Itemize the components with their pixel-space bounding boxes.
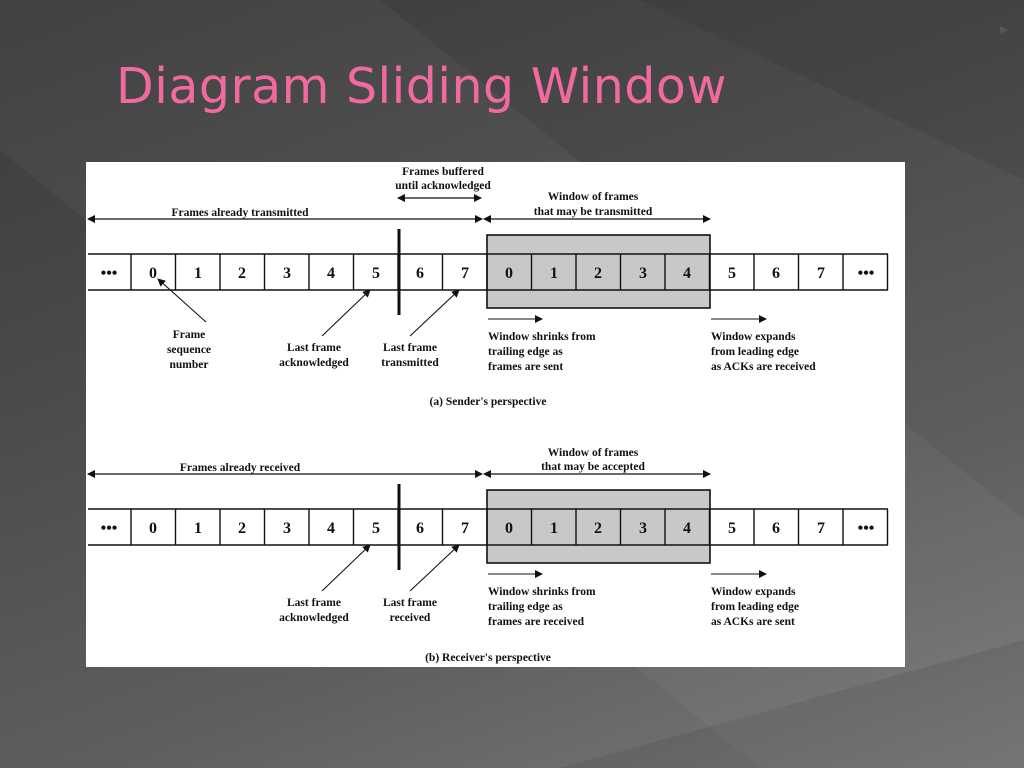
frame-cell: 3 [639,265,647,282]
last-ack-label-line2: acknowledged [279,357,349,369]
expand-label-line1: Window expands [711,586,796,598]
sliding-window-diagram: Frames already transmitted Frames buffer… [87,166,889,664]
frame-cell: 4 [327,520,335,537]
frame-cell: 0 [149,265,157,282]
frame-cell: 0 [505,520,513,537]
receiver-caption: (b) Receiver's perspective [425,652,551,664]
frame-cell: 6 [416,265,424,282]
frame-cell: 1 [550,265,558,282]
frame-cell: 3 [283,265,291,282]
frame-cell: 5 [372,265,380,282]
corner-triangle-icon [1000,26,1008,34]
right-ellipsis: ••• [858,265,875,282]
frame-cell: 2 [594,265,602,282]
frame-cell: 4 [683,265,691,282]
last-ack-label-line1: Last frame [287,342,341,354]
diagram-panel: Frames already transmitted Frames buffer… [86,162,905,667]
frame-cell: 4 [327,265,335,282]
shrink-label-line2: trailing edge as [488,601,563,613]
last-rx-label-line1: Last frame [383,597,437,609]
last-tx-label-line1: Last frame [383,342,437,354]
seq-label-line3: number [170,359,209,371]
sender-section: Frames already transmitted Frames buffer… [87,166,889,408]
window-label-line2: that may be transmitted [534,206,653,218]
frame-cell: 6 [772,520,780,537]
accept-window-label-line2: that may be accepted [541,461,645,473]
frame-cell: 4 [683,520,691,537]
frame-cell: 1 [194,520,202,537]
buffered-label-line2: until acknowledged [395,180,491,192]
frame-cell: 0 [149,520,157,537]
frame-cell: 2 [238,265,246,282]
shrink-label-line3: frames are received [488,616,585,628]
accept-window-label-line1: Window of frames [548,447,639,459]
last-ack-pointer [321,544,371,592]
last-ack-label-line2: acknowledged [279,612,349,624]
frame-cell: 2 [594,520,602,537]
frame-cell: 6 [772,265,780,282]
shrink-label-line3: frames are sent [488,361,563,373]
last-rx-label-line2: received [390,612,431,624]
sender-cell-dividers [130,254,889,290]
shrink-label-line1: Window shrinks from [488,331,596,343]
last-rx-pointer [409,544,460,592]
frame-cell: 1 [194,265,202,282]
frame-cell: 5 [728,265,736,282]
frame-cell: 1 [550,520,558,537]
receiver-section: Frames already received Window of frames… [87,447,889,664]
left-ellipsis: ••• [101,520,118,537]
frames-received-label: Frames already received [180,462,301,474]
last-tx-label-line2: transmitted [381,357,439,369]
seq-label-line2: sequence [167,344,211,356]
slide-title: Diagram Sliding Window [116,58,727,115]
expand-label-line3: as ACKs are sent [711,616,795,628]
receiver-window-box [486,489,711,564]
window-label-line1: Window of frames [548,191,639,203]
frame-cell: 6 [416,520,424,537]
expand-label-line2: from leading edge [711,601,799,613]
last-tx-pointer [409,289,460,337]
frame-cell: 5 [372,520,380,537]
frame-cell: 0 [505,265,513,282]
last-ack-label-line1: Last frame [287,597,341,609]
expand-label-line1: Window expands [711,331,796,343]
shrink-label-line1: Window shrinks from [488,586,596,598]
frame-cell: 3 [639,520,647,537]
sender-caption: (a) Sender's perspective [430,396,547,408]
seq-label-line1: Frame [173,329,206,341]
expand-label-line3: as ACKs are received [711,361,816,373]
frame-cell: 7 [461,520,469,537]
last-ack-pointer [321,289,371,337]
left-ellipsis: ••• [101,265,118,282]
seq-number-pointer [157,278,207,323]
expand-label-line2: from leading edge [711,346,799,358]
right-ellipsis: ••• [858,520,875,537]
frame-cell: 7 [461,265,469,282]
frames-transmitted-label: Frames already transmitted [171,207,309,219]
frame-cell: 3 [283,520,291,537]
frame-cell: 2 [238,520,246,537]
buffered-label-line1: Frames buffered [402,166,484,178]
frame-cell: 5 [728,520,736,537]
shrink-label-line2: trailing edge as [488,346,563,358]
frame-cell: 7 [817,520,825,537]
frame-cell: 7 [817,265,825,282]
